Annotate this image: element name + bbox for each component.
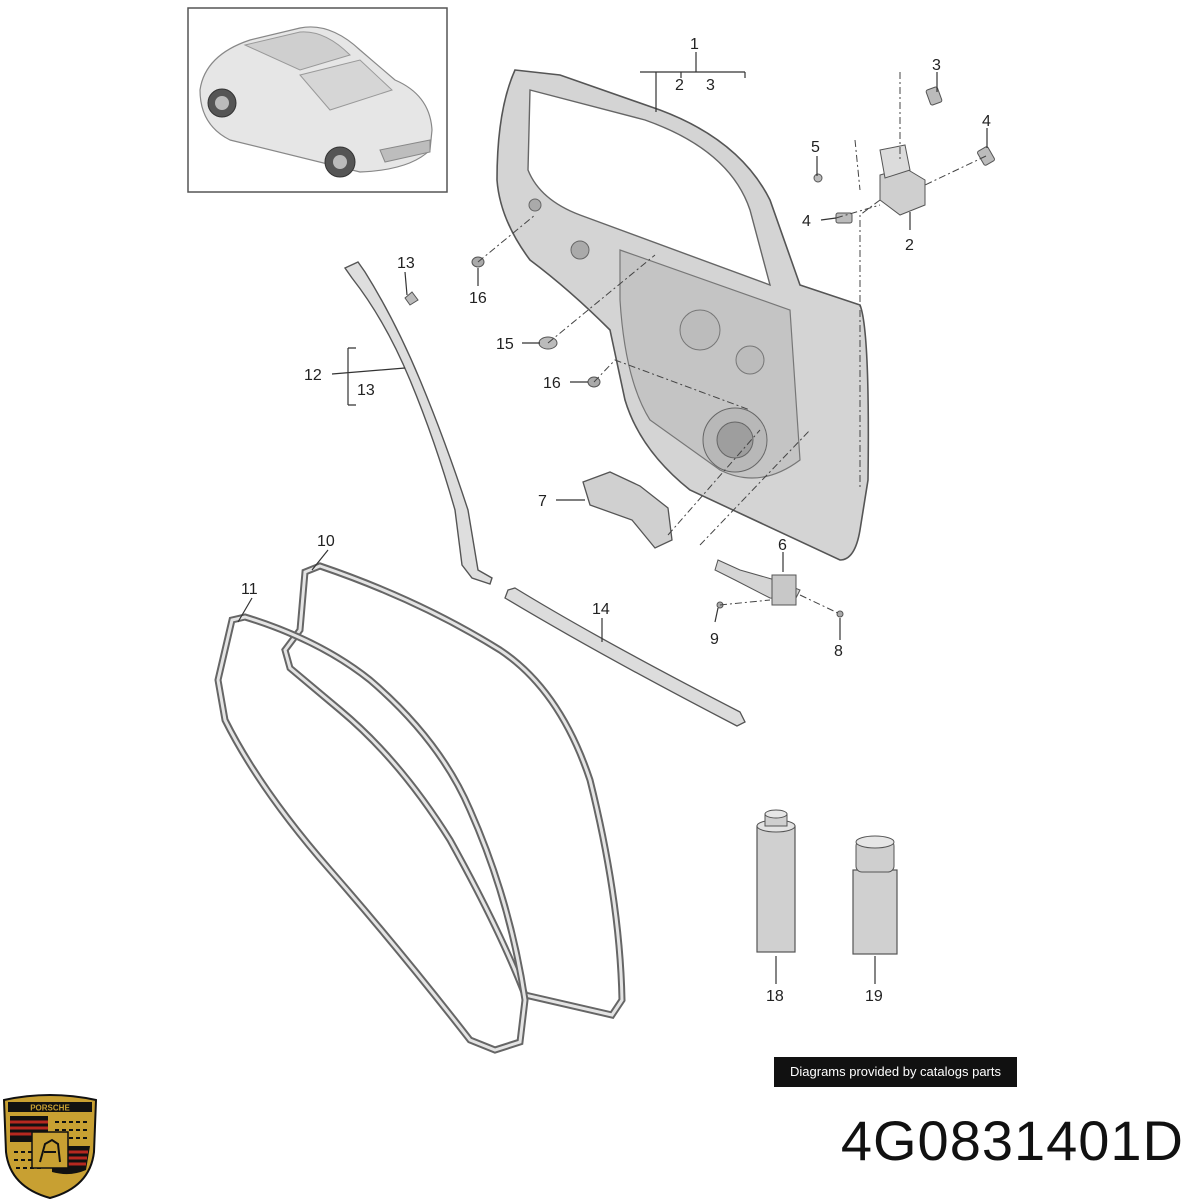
callout-label: 9 (710, 631, 719, 648)
callout-label: 3 (932, 57, 941, 74)
callout-label: 11 (241, 581, 258, 598)
lock-module (582, 429, 761, 549)
sill-strip (504, 587, 746, 727)
callout-label: 16 (469, 290, 487, 307)
door-check (699, 429, 844, 618)
callout-label: 6 (778, 537, 787, 554)
leader-lines (237, 52, 988, 984)
svg-text:PORSCHE: PORSCHE (30, 1104, 70, 1113)
callout-label: 12 (304, 367, 322, 384)
part-number: 4G0831401D (840, 1109, 1184, 1172)
callout-label: 10 (317, 533, 335, 550)
callout-label: 13 (397, 255, 415, 272)
callout-label: 7 (538, 493, 547, 510)
callout-label: 16 (543, 375, 561, 392)
source-badge: Diagrams provided by catalogs parts (774, 1057, 1017, 1087)
callout-label: 1 (690, 36, 699, 53)
callout-label: 14 (592, 601, 610, 618)
door-shell (496, 69, 870, 561)
callout-label: 19 (865, 988, 883, 1005)
hinge-assembly (813, 72, 995, 490)
callout-label: 2 (905, 237, 914, 254)
callout-label: 18 (766, 988, 784, 1005)
callout-label: 15 (496, 336, 514, 353)
callout-label: 3 (706, 77, 715, 94)
callout-label: 13 (357, 382, 375, 399)
vehicle-thumbnail (187, 7, 448, 193)
window-channel (343, 261, 493, 585)
callout-labels: 1 2 3 2 3 4 5 4 2 13 16 12 13 15 16 7 10… (241, 36, 991, 1005)
plugs (471, 214, 751, 411)
callout-label: 2 (675, 77, 684, 94)
callout-label: 8 (834, 643, 843, 660)
spray-cans (756, 809, 898, 955)
callout-label: 4 (982, 113, 991, 130)
door-seals (214, 562, 626, 1054)
porsche-crest-logo: PORSCHE (2, 1094, 98, 1200)
callout-label: 5 (811, 139, 820, 156)
callout-label: 4 (802, 213, 811, 230)
